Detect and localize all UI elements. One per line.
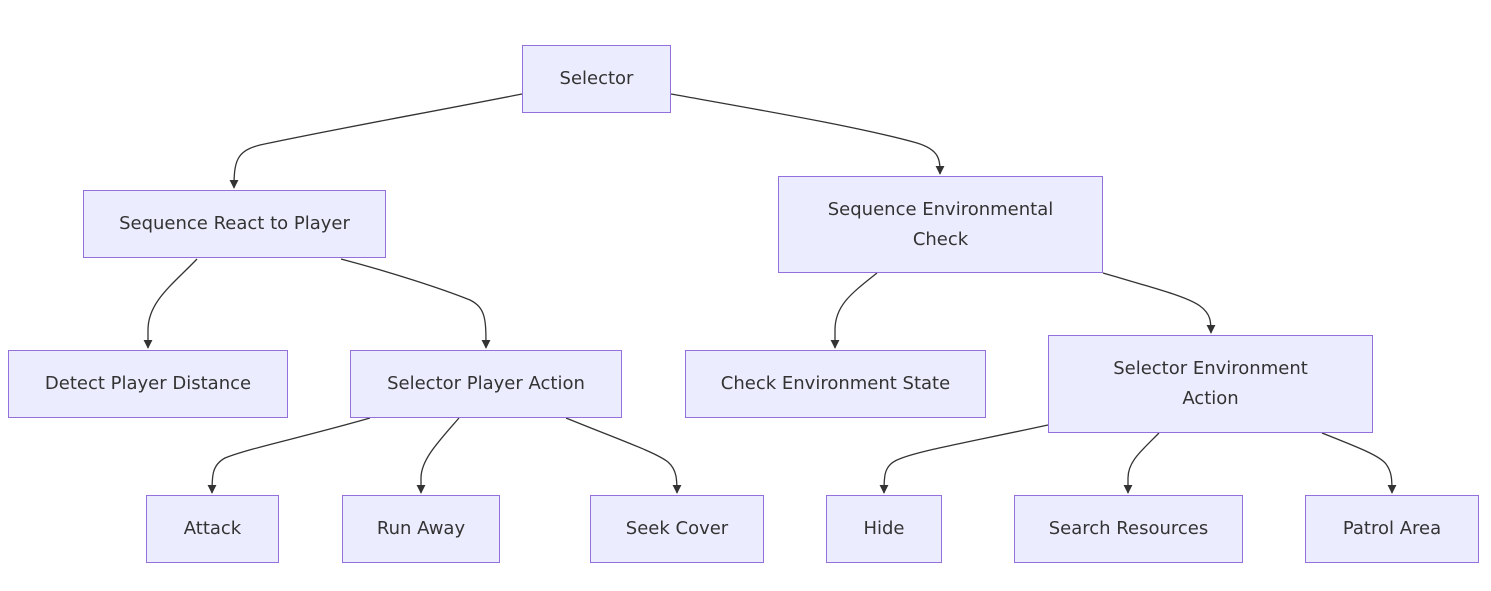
edge-sel-player-to-attack: [207, 417, 371, 494]
node-detect-player-distance: Detect Player Distance: [8, 350, 288, 418]
node-attack: Attack: [146, 495, 279, 563]
edge-sel-env-to-search: [1123, 432, 1160, 494]
edge-selector-to-seq-react: [229, 93, 523, 189]
node-run-away: Run Away: [342, 495, 500, 563]
node-label: Search Resources: [1048, 518, 1209, 539]
edge-seq-env-to-check-env: [830, 272, 878, 349]
node-label: Selector Environment Action: [1113, 358, 1308, 409]
node-label: Check Environment State: [720, 373, 951, 394]
edge-sel-player-to-seek-cover: [565, 417, 682, 494]
edge-seq-react-to-sel-player: [340, 258, 491, 349]
node-selector: Selector: [522, 45, 671, 113]
edge-sel-env-to-hide: [879, 424, 1049, 494]
edge-sel-player-to-run-away: [416, 417, 460, 494]
node-label: Sequence React to Player: [119, 213, 350, 234]
node-selector-player-action: Selector Player Action: [350, 350, 622, 418]
node-seek-cover: Seek Cover: [590, 495, 764, 563]
node-label: Selector Player Action: [387, 373, 585, 394]
edge-seq-react-to-detect: [143, 258, 198, 349]
node-check-environment-state: Check Environment State: [685, 350, 986, 418]
node-sequence-react-to-player: Sequence React to Player: [83, 190, 386, 258]
node-label: Sequence Environmental Check: [827, 198, 1054, 250]
node-label: Seek Cover: [625, 518, 729, 539]
edge-seq-env-to-sel-env: [1102, 272, 1216, 334]
node-label: Hide: [863, 518, 905, 539]
node-label: Detect Player Distance: [44, 373, 252, 394]
node-label: Patrol Area: [1342, 518, 1442, 539]
node-label: Attack: [183, 518, 242, 539]
edge-sel-env-to-patrol: [1321, 432, 1397, 494]
node-patrol-area: Patrol Area: [1305, 495, 1479, 563]
node-hide: Hide: [826, 495, 942, 563]
node-selector-environment-action: Selector Environment Action: [1048, 335, 1373, 433]
edge-selector-to-seq-env: [670, 93, 945, 175]
node-search-resources: Search Resources: [1014, 495, 1243, 563]
node-sequence-environmental-check: Sequence Environmental Check: [778, 176, 1103, 273]
node-label: Selector: [559, 68, 634, 89]
node-label: Run Away: [376, 518, 466, 539]
